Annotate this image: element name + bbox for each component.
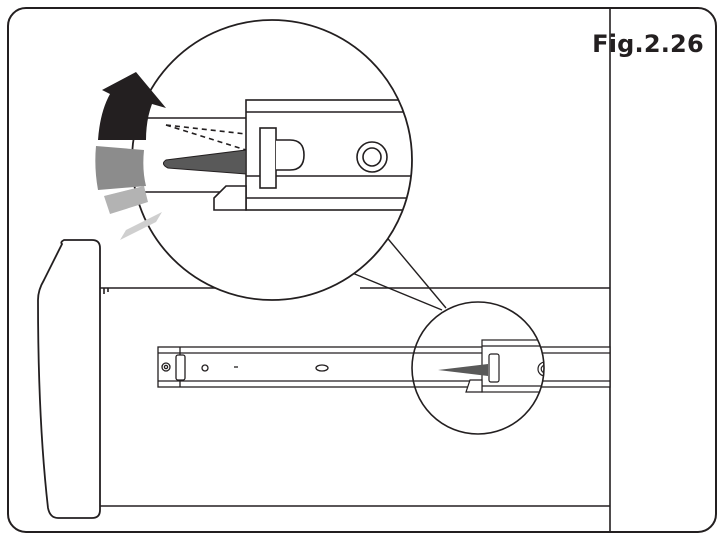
- runner-lock-detail: [411, 301, 545, 435]
- figure-label: Fig.2.26: [592, 30, 704, 58]
- curved-arrow-up-icon: [95, 72, 166, 240]
- drawer-body: [100, 287, 610, 507]
- callout-lines: [344, 233, 447, 311]
- drawer-front: [37, 239, 101, 519]
- zoom-detail: [131, 19, 413, 301]
- figure-frame: [7, 7, 717, 533]
- release-lever: [162, 149, 247, 175]
- zoom-circle-small-icon: [411, 301, 545, 435]
